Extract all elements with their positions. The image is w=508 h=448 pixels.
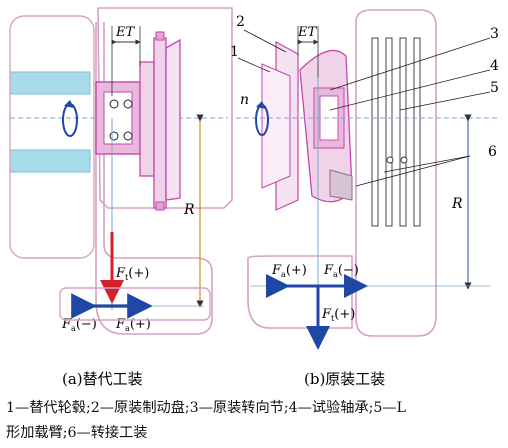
brake-disc-inner-b [261, 63, 291, 189]
r-label-b: R [451, 196, 463, 212]
n-label: n [240, 92, 249, 108]
diagram-svg: ET R Ft(+) Fa(−) Fa(+) (a)替代工装 [9, 7, 500, 388]
shaft-frame-a [9, 15, 95, 259]
rotation-arrow-a [62, 103, 78, 137]
ft-label-b: Ft(+) [321, 307, 355, 323]
figure-legend: 1—替代轮毂;2—原装制动盘;3—原装转向节;4—试验轴承;5—L 形加载臂;6… [6, 396, 504, 446]
subcaption-a: (a)替代工装 [62, 370, 143, 388]
part-6-label: 6 [488, 144, 497, 160]
hub-assembly-a [95, 31, 181, 211]
subcaption-b: (b)原装工装 [304, 370, 385, 388]
fa-neg-label-a: Fa(−) [61, 317, 97, 333]
part-5-label: 5 [490, 80, 499, 96]
panel-a: ET R Ft(+) Fa(−) Fa(+) (a)替代工装 [9, 7, 233, 388]
panel-b: n ET R Fa(+) Fa(−) Ft(+) [230, 9, 500, 388]
shaft-block-lower-a [9, 149, 91, 173]
fa-pos-label-b: Fa(+) [271, 263, 307, 279]
part-1-label: 1 [230, 44, 239, 60]
et-label-b: ET [297, 25, 317, 40]
rotation-arrowhead-a [64, 100, 74, 108]
knuckle-assembly-b [299, 49, 353, 203]
fa-neg-label-b: Fa(−) [323, 263, 359, 279]
et-label-a: ET [115, 25, 135, 40]
r-label-a: R [183, 202, 195, 218]
rotation-arrowhead-b [256, 101, 266, 109]
fa-pos-label-a: Fa(+) [115, 317, 151, 333]
part-3-label: 3 [490, 26, 499, 42]
load-arm-foot-a [59, 287, 211, 321]
loading-arm-b [355, 9, 437, 337]
fixture-frame-b [247, 255, 353, 329]
shaft-block-upper-a [9, 71, 91, 95]
adapter-fixture-b [371, 37, 421, 227]
part-2-label: 2 [236, 14, 245, 30]
legend-line-1: 1—替代轮毂;2—原装制动盘;3—原装转向节;4—试验轴承;5—L [6, 400, 406, 416]
ft-label-a: Ft(+) [115, 266, 149, 282]
part-leaders [237, 29, 491, 187]
legend-line-2: 形加载臂;6—转接工装 [6, 425, 148, 441]
loading-arm-a [97, 7, 233, 209]
part-4-label: 4 [490, 58, 499, 74]
